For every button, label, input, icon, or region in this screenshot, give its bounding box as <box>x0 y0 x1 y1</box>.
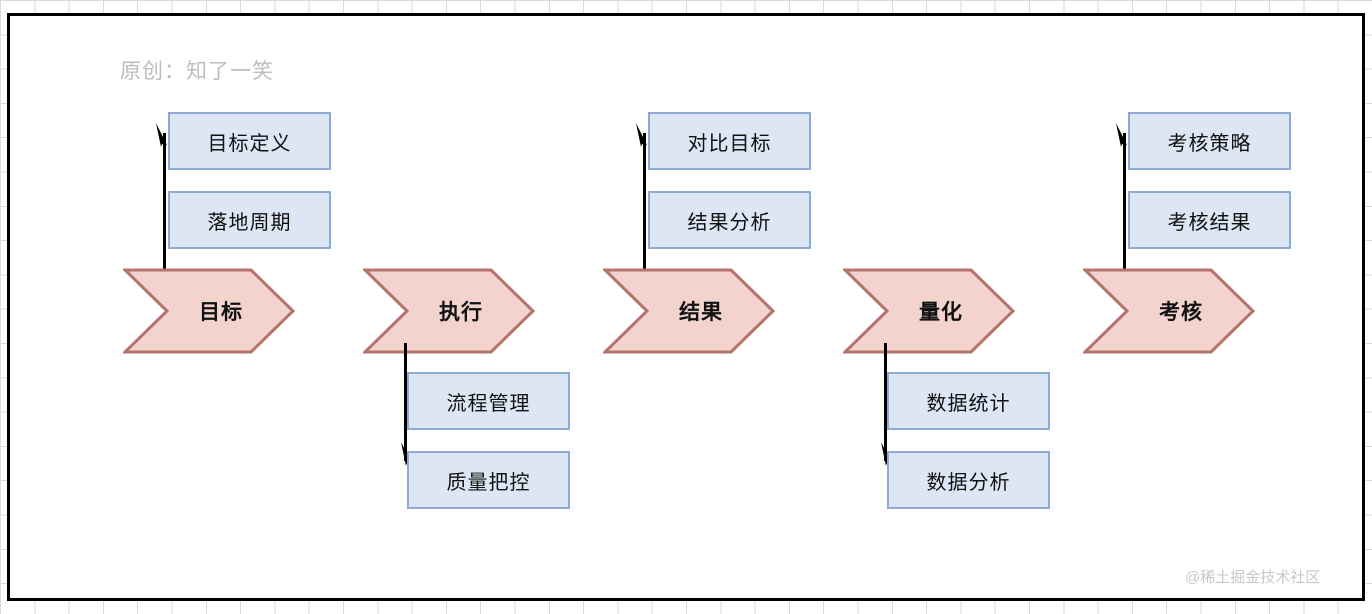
node-box-duibimubiao[interactable]: 对比目标 <box>648 112 811 170</box>
diagram-canvas: 原创：知了一笑 @稀土掘金技术社区 目标定义 落地周期 目标 执行 <box>7 13 1365 601</box>
node-box-mubiaodingyi[interactable]: 目标定义 <box>168 112 331 170</box>
connector-line-stage5 <box>1123 133 1126 281</box>
stage-chevron-kaohe[interactable]: 考核 <box>1083 267 1255 355</box>
watermark-site: @稀土掘金技术社区 <box>1185 569 1321 586</box>
node-box-luodizhouqi[interactable]: 落地周期 <box>168 191 331 249</box>
connector-line-stage1 <box>163 133 166 281</box>
connector-line-stage3 <box>643 133 646 281</box>
node-box-kaohecelue[interactable]: 考核策略 <box>1128 112 1291 170</box>
node-box-jieguofenxi[interactable]: 结果分析 <box>648 191 811 249</box>
arrow-head-up-stage3 <box>634 121 648 147</box>
connector-line-stage2 <box>404 343 407 461</box>
arrow-head-up-stage1 <box>154 121 168 147</box>
node-box-kaohejieguo[interactable]: 考核结果 <box>1128 191 1291 249</box>
node-box-shujutongji[interactable]: 数据统计 <box>887 372 1050 430</box>
stage-chevron-zhixing[interactable]: 执行 <box>363 267 535 355</box>
stage-chevron-mubiao[interactable]: 目标 <box>123 267 295 355</box>
stage-chevron-lianghua[interactable]: 量化 <box>843 267 1015 355</box>
watermark-author: 原创：知了一笑 <box>120 60 274 83</box>
diagram-stage: 原创：知了一笑 @稀土掘金技术社区 目标定义 落地周期 目标 执行 <box>3 3 1372 614</box>
node-box-shujufenxi[interactable]: 数据分析 <box>887 451 1050 509</box>
node-box-zhiliangbakong[interactable]: 质量把控 <box>407 451 570 509</box>
connector-line-stage4 <box>884 343 887 461</box>
arrow-head-up-stage5 <box>1114 121 1128 147</box>
node-box-liuchengguanli[interactable]: 流程管理 <box>407 372 570 430</box>
stage-chevron-jieguo[interactable]: 结果 <box>603 267 775 355</box>
